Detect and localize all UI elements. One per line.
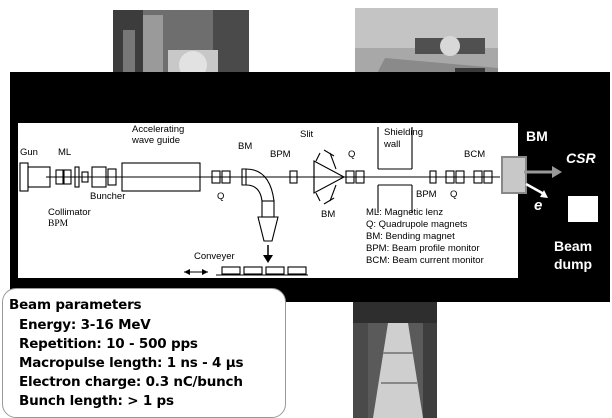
parameter-row: Electron charge: 0.3 nC/bunch — [19, 374, 243, 390]
beam-parameters-box: Beam parameters Energy: 3-16 MeV Repetit… — [2, 288, 286, 418]
label-collimator: Collimator — [48, 207, 91, 218]
label-bpm-collimator: BPM — [48, 219, 69, 229]
label-beam: Beam — [554, 238, 593, 254]
label-bm-top: BM — [238, 141, 253, 152]
label-slit: Slit — [300, 129, 314, 140]
label-ml: ML — [58, 147, 72, 158]
parameter-row: Bunch length: > 1 ps — [19, 393, 174, 409]
label-bpm-mid: BPM — [270, 149, 291, 160]
label-bm-bottom: BM — [321, 209, 336, 220]
label-wall: wall — [384, 139, 401, 150]
beam-parameters-title: Beam parameters — [9, 297, 142, 313]
label-gun: Gun — [20, 147, 38, 158]
label-q-2: Q — [348, 149, 356, 160]
legend-item: BPM: Beam profile monitor — [366, 243, 480, 254]
legend-item: BCM: Beam current monitor — [366, 255, 484, 266]
label-electron: e — [534, 197, 543, 214]
beamline-schematic — [19, 127, 500, 276]
label-shielding: Shielding — [384, 127, 424, 138]
diagram-legend: ML: Magnetic lenz Q: Quadrupole magnets … — [366, 207, 484, 266]
label-wave-guide: wave guide — [132, 135, 181, 146]
label-conveyer: Conveyer — [194, 251, 235, 262]
beamline-diagram: Gun ML Accelerating wave guide Buncher C… — [18, 123, 518, 278]
parameter-row: Macropulse length: 1 ns - 4 µs — [19, 355, 244, 371]
label-q-3: Q — [450, 189, 458, 200]
bending-magnet-box — [501, 156, 527, 194]
label-accelerating: Accelerating — [132, 124, 185, 135]
legend-item: ML: Magnetic lenz — [366, 207, 444, 218]
label-q-1: Q — [217, 191, 225, 202]
legend-item: Q: Quadrupole magnets — [366, 219, 468, 230]
label-csr: CSR — [566, 150, 596, 166]
label-dump: dump — [554, 256, 593, 272]
label-bcm: BCM — [464, 149, 486, 160]
parameter-row: Energy: 3-16 MeV — [19, 317, 151, 333]
label-bpm-right: BPM — [416, 189, 437, 200]
label-buncher: Buncher — [90, 191, 126, 202]
label-bm-outside: BM — [526, 128, 548, 144]
legend-item: BM: Bending magnet — [366, 231, 455, 242]
beam-dump-box — [568, 196, 598, 222]
parameter-row: Repetition: 10 - 500 pps — [19, 336, 198, 352]
beam-arrows — [524, 166, 562, 198]
photo-conveyer-bottom — [353, 293, 437, 418]
